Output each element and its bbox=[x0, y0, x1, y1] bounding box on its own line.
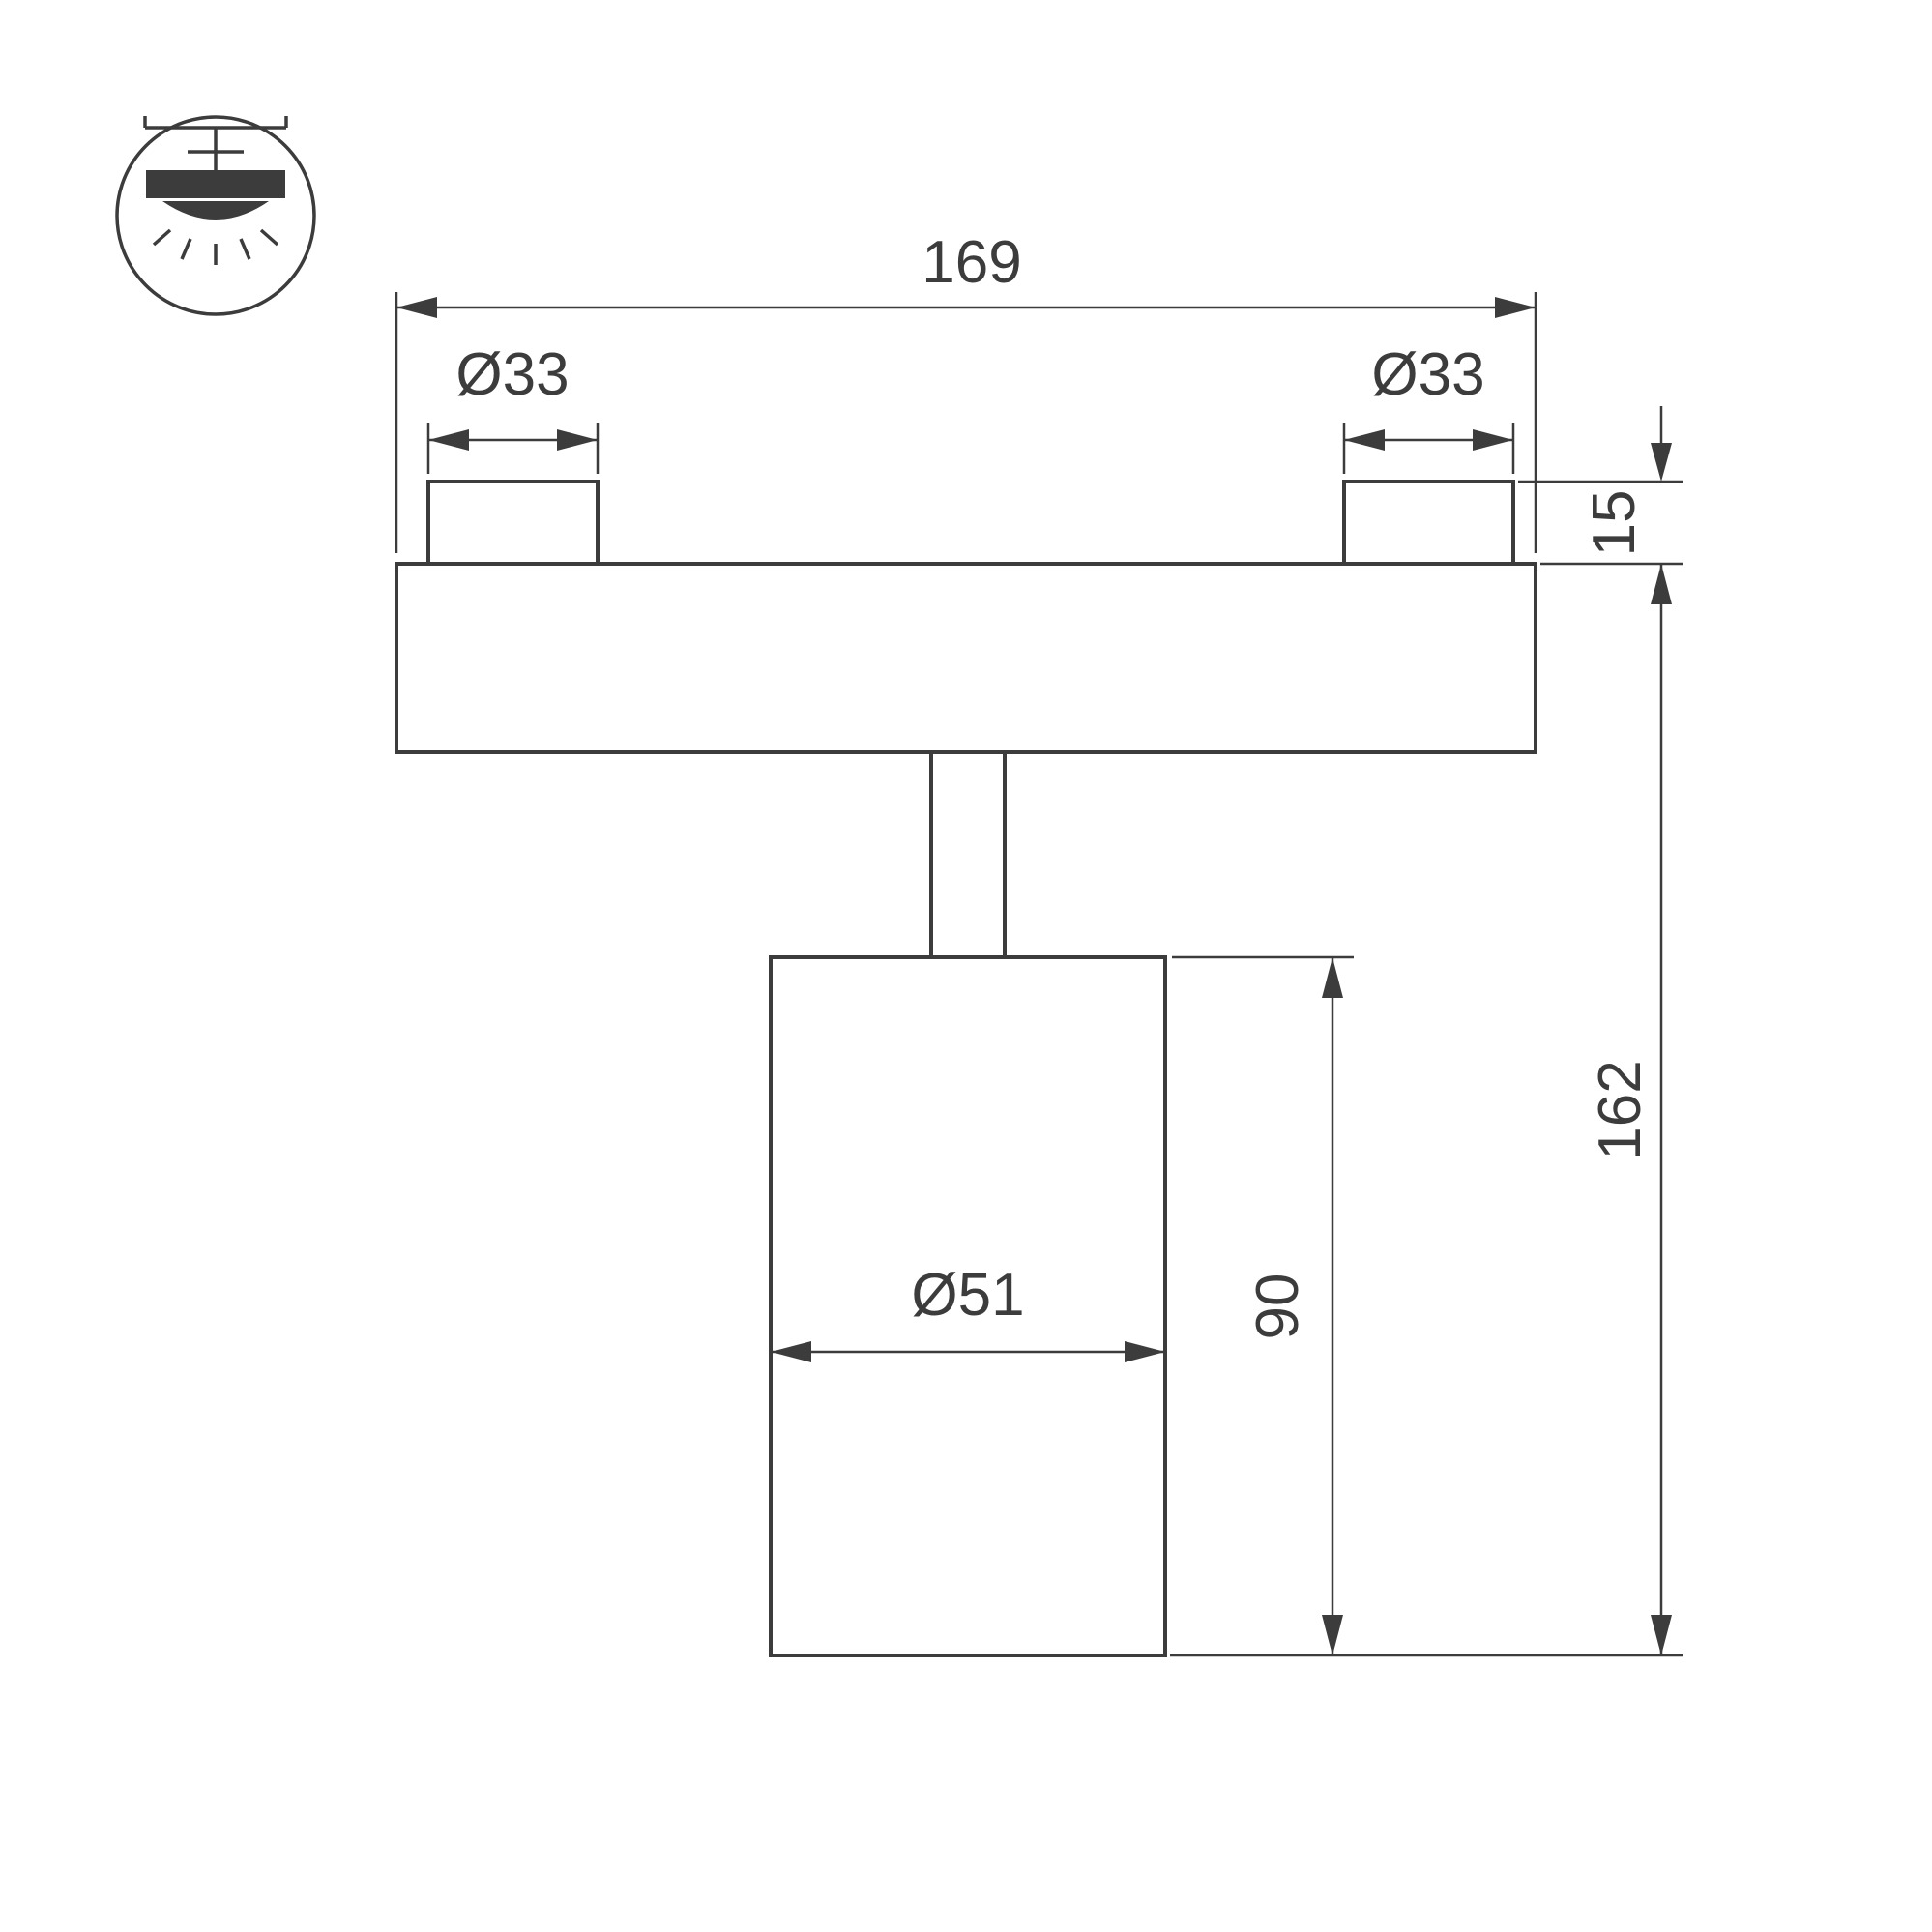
arrowhead bbox=[557, 429, 598, 451]
luminaire-outline bbox=[395, 480, 1537, 1657]
arrowhead bbox=[1651, 443, 1672, 482]
ceiling-track-spotlight-icon bbox=[115, 115, 316, 316]
right-boss bbox=[1342, 480, 1515, 566]
arrowhead bbox=[1473, 429, 1513, 451]
arrowhead bbox=[1651, 1615, 1672, 1655]
dim-label-boss-height: 15 bbox=[1581, 490, 1648, 557]
dim-body-height: 90 bbox=[1172, 955, 1354, 1655]
dim-left-boss: Ø33 bbox=[426, 341, 600, 474]
dim-overall-height: 162 bbox=[1170, 564, 1683, 1657]
dim-label-left-boss: Ø33 bbox=[455, 341, 569, 408]
icon-light-rays bbox=[152, 228, 279, 265]
icon-lamp-body bbox=[146, 170, 285, 198]
arrowhead bbox=[1495, 297, 1536, 318]
dim-body-diameter: Ø51 bbox=[771, 1262, 1165, 1362]
arrowhead bbox=[1651, 564, 1672, 604]
arrowhead bbox=[1344, 429, 1385, 451]
arrowhead bbox=[1322, 1615, 1343, 1655]
spot-body bbox=[769, 955, 1167, 1657]
arrowhead bbox=[428, 429, 469, 451]
arrowhead bbox=[771, 1341, 811, 1362]
arrowhead bbox=[396, 297, 437, 318]
icon-circle bbox=[115, 115, 316, 316]
left-boss bbox=[426, 480, 600, 566]
track-base bbox=[395, 562, 1537, 754]
dim-label-body-diameter: Ø51 bbox=[911, 1262, 1024, 1329]
dim-right-boss: Ø33 bbox=[1342, 341, 1515, 474]
dim-boss-height: 15 bbox=[1518, 406, 1683, 566]
dim-label-overall-width: 169 bbox=[922, 229, 1021, 296]
dim-label-overall-height: 162 bbox=[1587, 1060, 1654, 1159]
dim-label-body-height: 90 bbox=[1244, 1273, 1311, 1340]
dim-label-right-boss: Ø33 bbox=[1371, 341, 1484, 408]
arrowhead bbox=[1322, 957, 1343, 998]
stem bbox=[929, 750, 1007, 959]
dim-overall-width: 169 bbox=[395, 229, 1537, 553]
icon-lamp-dome bbox=[162, 201, 269, 220]
arrowhead bbox=[1125, 1341, 1165, 1362]
